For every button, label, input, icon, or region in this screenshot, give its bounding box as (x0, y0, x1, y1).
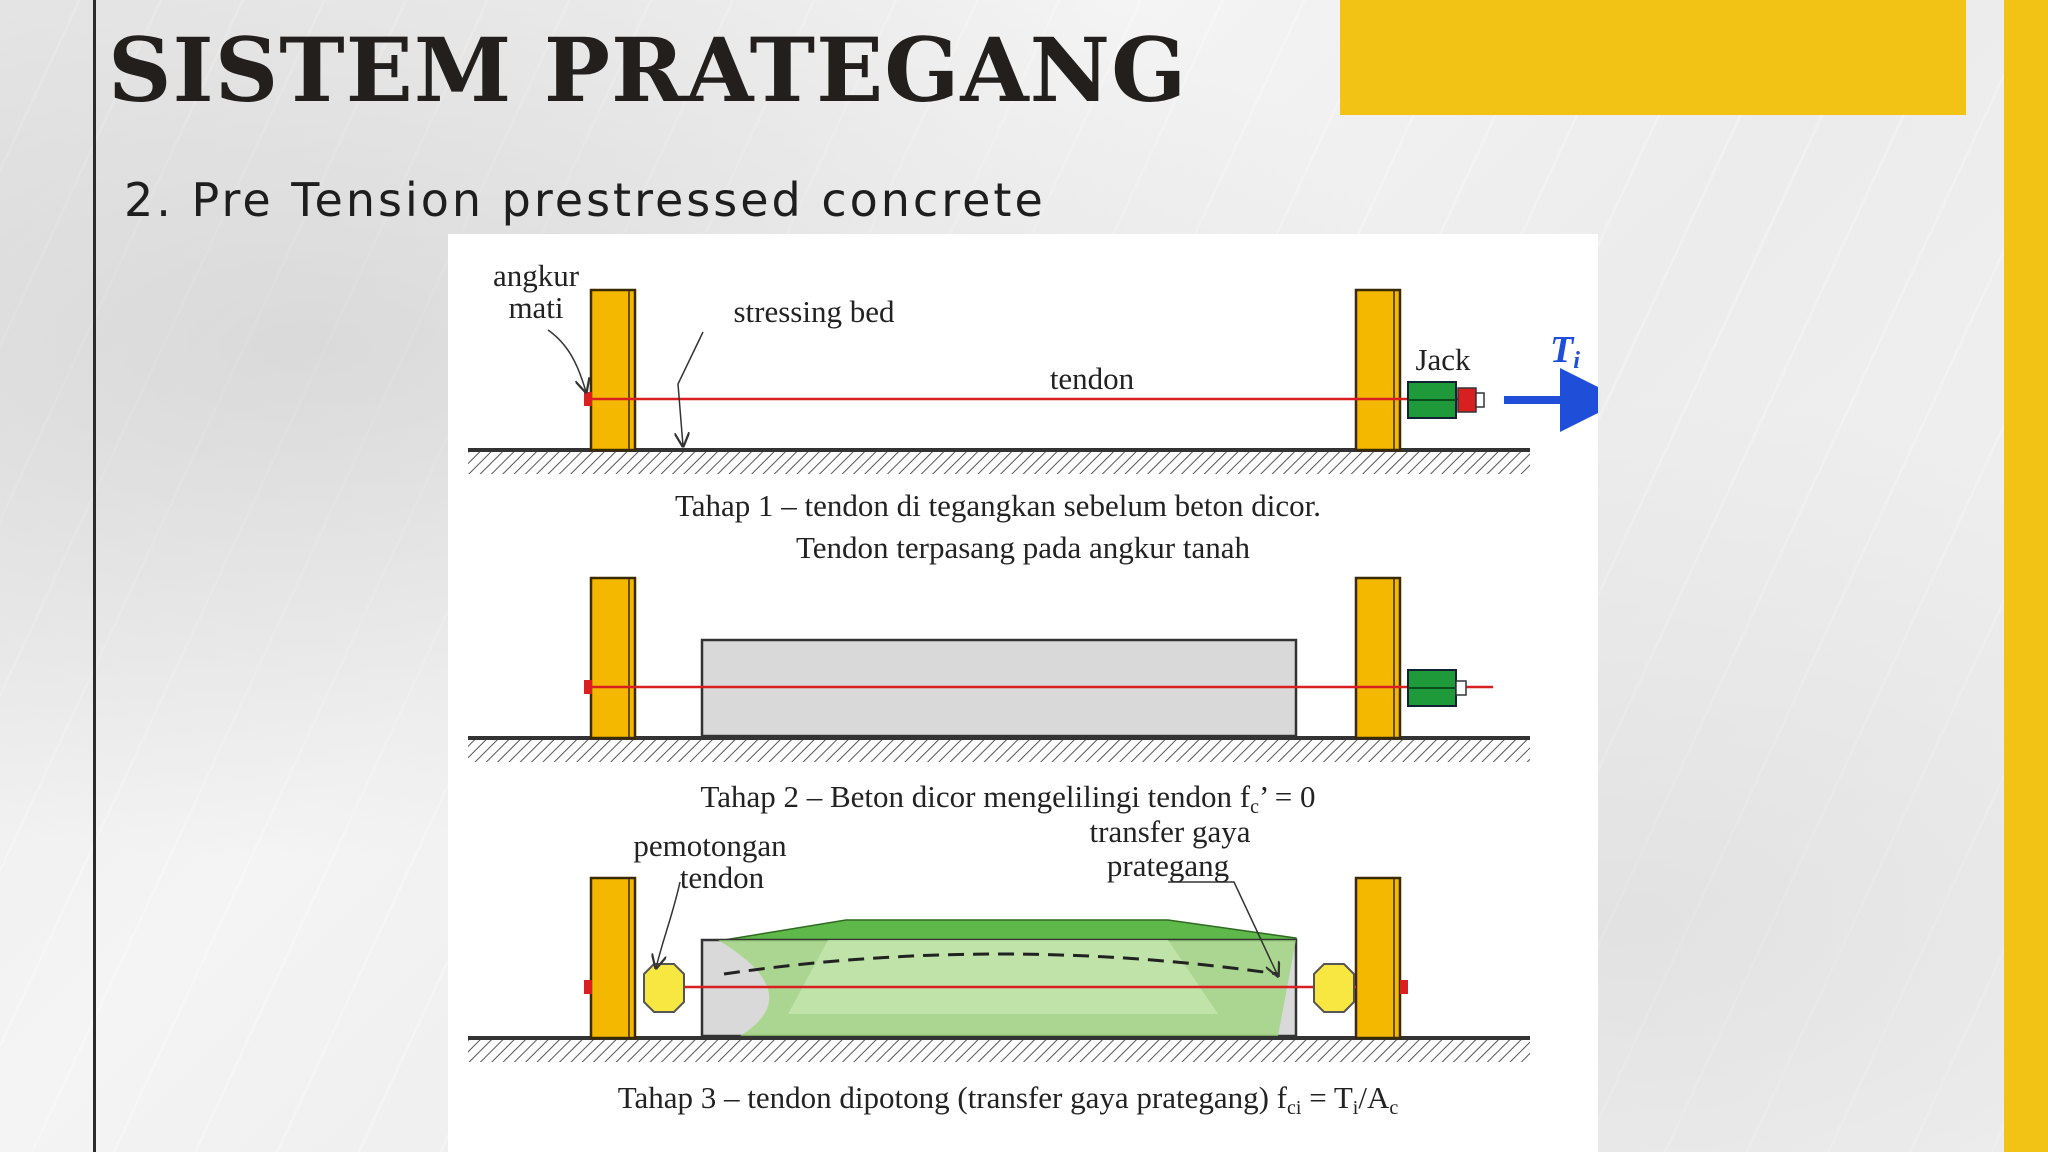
cut-pointer (656, 881, 681, 968)
caption-stage3-sub3: c (1389, 1097, 1398, 1119)
stage-2: Tahap 2 – Beton dicor mengelilingi tendo… (468, 576, 1530, 818)
slide-subtitle: 2. Pre Tension prestressed concrete (124, 173, 1046, 227)
ground-hatch-stage2 (468, 740, 1530, 762)
stage-3: pemotongan tendon transfer gaya prategan… (468, 814, 1530, 1119)
jack-head (1457, 387, 1477, 413)
stage-1: angkur mati stressing bed tendon Jack Ti… (468, 258, 1598, 565)
dead-anchor-plate-stage2 (584, 680, 592, 694)
caption-stage3: Tahap 3 – tendon dipotong (transfer gaya… (618, 1080, 1399, 1119)
transfer-pointer (1168, 881, 1278, 976)
label-cut-2: tendon (680, 860, 765, 895)
left-abutment-stage2 (589, 576, 637, 740)
bed-pointer (678, 331, 704, 446)
label-cut-1: pemotongan (633, 828, 787, 863)
right-abutment-stage1 (1354, 288, 1402, 452)
ground-stage2 (468, 736, 1530, 740)
dead-anchor-plate (584, 392, 592, 406)
caption-stage2: Tahap 2 – Beton dicor mengelilingi tendo… (700, 779, 1315, 818)
caption-stage2-end: ’ = 0 (1259, 779, 1316, 814)
caption-stage3-sub2: i (1353, 1097, 1359, 1119)
label-jack: Jack (1415, 342, 1471, 377)
caption-stage3-sub1: ci (1287, 1097, 1302, 1119)
label-tendon: tendon (1050, 361, 1135, 396)
cut-right (1313, 963, 1355, 1013)
camber-top (723, 919, 1297, 941)
right-accent-bar (2004, 0, 2048, 1152)
label-force-sub: i (1573, 348, 1580, 374)
caption-stage3-mid: = T (1301, 1080, 1352, 1115)
label-force: Ti (1550, 329, 1580, 374)
left-vertical-rule (93, 0, 96, 1152)
label-dead-anchor-2: mati (508, 290, 563, 325)
label-force-symbol: T (1550, 329, 1575, 371)
camber-dashed-line (723, 952, 1279, 976)
top-accent-block (1340, 0, 1966, 115)
cut-left (643, 963, 685, 1013)
dead-anchor-plate-stage3 (584, 980, 592, 994)
dead-anchor-pointer (547, 329, 586, 392)
caption-stage1-line2: Tendon terpasang pada angkur tanah (796, 530, 1251, 565)
ground-hatch-stage1 (468, 452, 1530, 474)
right-abutment-stage2 (1354, 576, 1402, 740)
label-dead-anchor-1: angkur (493, 258, 580, 293)
caption-stage1-line1: Tahap 1 – tendon di tegangkan sebelum be… (675, 488, 1321, 523)
label-stressing-bed: stressing bed (733, 294, 895, 329)
caption-stage3-main: Tahap 3 – tendon dipotong (transfer gaya… (618, 1080, 1288, 1115)
diagram-svg: angkur mati stressing bed tendon Jack Ti… (468, 258, 1598, 1119)
label-transfer-2: prategang (1107, 848, 1229, 883)
stress-zone-inner (788, 940, 1218, 1014)
left-abutment-stage3 (589, 876, 637, 1040)
right-anchor-plate-stage3 (1400, 980, 1408, 994)
left-abutment-stage1 (589, 288, 637, 452)
ground-stage1 (468, 448, 1530, 452)
prestress-diagram: angkur mati stressing bed tendon Jack Ti… (448, 234, 1598, 1152)
right-abutment-stage3 (1354, 876, 1402, 1040)
caption-stage3-mid2: /A (1358, 1080, 1390, 1115)
ground-hatch-stage3 (468, 1040, 1530, 1062)
ground-stage3 (468, 1036, 1530, 1040)
caption-stage2-sub: c (1250, 796, 1259, 818)
caption-stage2-main: Tahap 2 – Beton dicor mengelilingi tendo… (700, 779, 1250, 814)
label-transfer-1: transfer gaya (1090, 814, 1251, 849)
slide-title: SISTEM PRATEGANG (108, 18, 1188, 122)
